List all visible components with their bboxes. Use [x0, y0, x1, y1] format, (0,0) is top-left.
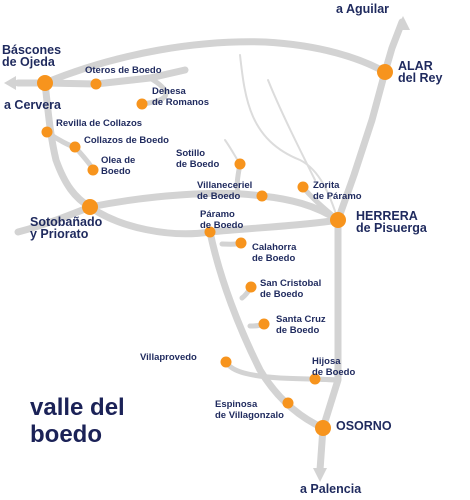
arrow-palencia: [313, 468, 327, 482]
label-villaneceriel-1: Villaneceriel: [197, 180, 252, 191]
road-alar-herrera: [334, 68, 389, 224]
label-zorita-2: de Páramo: [313, 191, 362, 202]
label-dehesa-1: Dehesa: [152, 86, 187, 97]
marker-osorno: [315, 420, 331, 436]
marker-sotobanado: [82, 199, 98, 215]
label-sotillo-1: Sotillo: [176, 148, 205, 159]
marker-zorita: [297, 181, 309, 193]
label-hijosa-2: de Boedo: [312, 367, 355, 378]
road-to-aguilar: [381, 18, 406, 76]
map-title-line-2: boedo: [30, 421, 102, 448]
marker-olea: [87, 164, 99, 176]
label-hijosa-1: Hijosa: [312, 356, 341, 367]
marker-dehesa: [136, 98, 148, 110]
label-herrera-2: de Pisuerga: [356, 221, 428, 235]
label-santacruz-2: de Boedo: [276, 325, 319, 336]
label-villaneceriel-2: de Boedo: [197, 191, 240, 202]
direction-arrows: [4, 16, 410, 482]
label-oteros: Oteros de Boedo: [85, 65, 162, 76]
label-santacruz-1: Santa Cruz: [276, 314, 326, 325]
road-north-arc: [41, 38, 389, 87]
marker-sotillo: [234, 158, 246, 170]
marker-villaprovedo: [220, 356, 232, 368]
label-dehesa-2: de Romanos: [152, 97, 209, 108]
label-olea-2: Boedo: [101, 166, 131, 177]
arrow-cervera: [4, 76, 16, 90]
label-alar-1: ALAR: [398, 59, 433, 73]
marker-collazos: [69, 141, 81, 153]
town-markers: [37, 64, 393, 436]
label-to-cervera: a Cervera: [4, 98, 62, 112]
marker-calahorra: [235, 237, 247, 249]
map-title-line-1: valle del: [30, 394, 125, 421]
label-sancristobal-2: de Boedo: [260, 289, 303, 300]
road-herrera-osorno: [319, 216, 342, 432]
label-sancristobal-1: San Cristobal: [260, 278, 321, 289]
road-bascones-sotobanado: [41, 79, 94, 211]
marker-herrera: [330, 212, 346, 228]
railway-line-2: [267, 79, 316, 181]
marker-villaneceriel: [256, 190, 268, 202]
label-calahorra-2: de Boedo: [252, 253, 295, 264]
label-espinosa-1: Espinosa: [215, 399, 258, 410]
label-bascones-1: Báscones: [2, 43, 61, 57]
label-osorno: OSORNO: [336, 419, 392, 433]
label-paramo-2: de Boedo: [200, 220, 243, 231]
road-bascones-oteros: [41, 66, 189, 88]
label-to-palencia: a Palencia: [300, 482, 362, 496]
map-labels: a Aguilar a Cervera a Palencia Báscones …: [2, 2, 443, 496]
label-alar-2: del Rey: [398, 71, 443, 85]
marker-hijosa: [309, 373, 321, 385]
arrow-aguilar: [396, 16, 410, 30]
marker-sancristobal: [245, 281, 257, 293]
marker-oteros: [90, 78, 102, 90]
label-revilla: Revilla de Collazos: [56, 118, 142, 129]
label-villaprovedo: Villaprovedo: [140, 352, 197, 363]
marker-bascones: [37, 75, 53, 91]
marker-alar: [377, 64, 393, 80]
label-olea-1: Olea de: [101, 155, 135, 166]
marker-santacruz: [258, 318, 270, 330]
label-sotobanado-2: y Priorato: [30, 227, 89, 241]
marker-espinosa: [282, 397, 294, 409]
road-oteros-dehesa: [139, 75, 169, 107]
label-espinosa-2: de Villagonzalo: [215, 410, 284, 421]
label-sotillo-2: de Boedo: [176, 159, 219, 170]
marker-paramo: [204, 226, 216, 238]
label-calahorra-1: Calahorra: [252, 242, 297, 253]
label-herrera-1: HERRERA: [356, 209, 418, 223]
label-bascones-2: de Ojeda: [2, 55, 56, 69]
label-zorita-1: Zorita: [313, 180, 340, 191]
label-to-aguilar: a Aguilar: [336, 2, 389, 16]
railway-line-1: [239, 54, 339, 221]
label-paramo-1: Páramo: [200, 209, 235, 220]
marker-revilla: [41, 126, 53, 138]
label-collazos: Collazos de Boedo: [84, 135, 169, 146]
road-sotobanado-herrera: [86, 189, 342, 224]
label-sotobanado-1: Sotobañado: [30, 215, 103, 229]
